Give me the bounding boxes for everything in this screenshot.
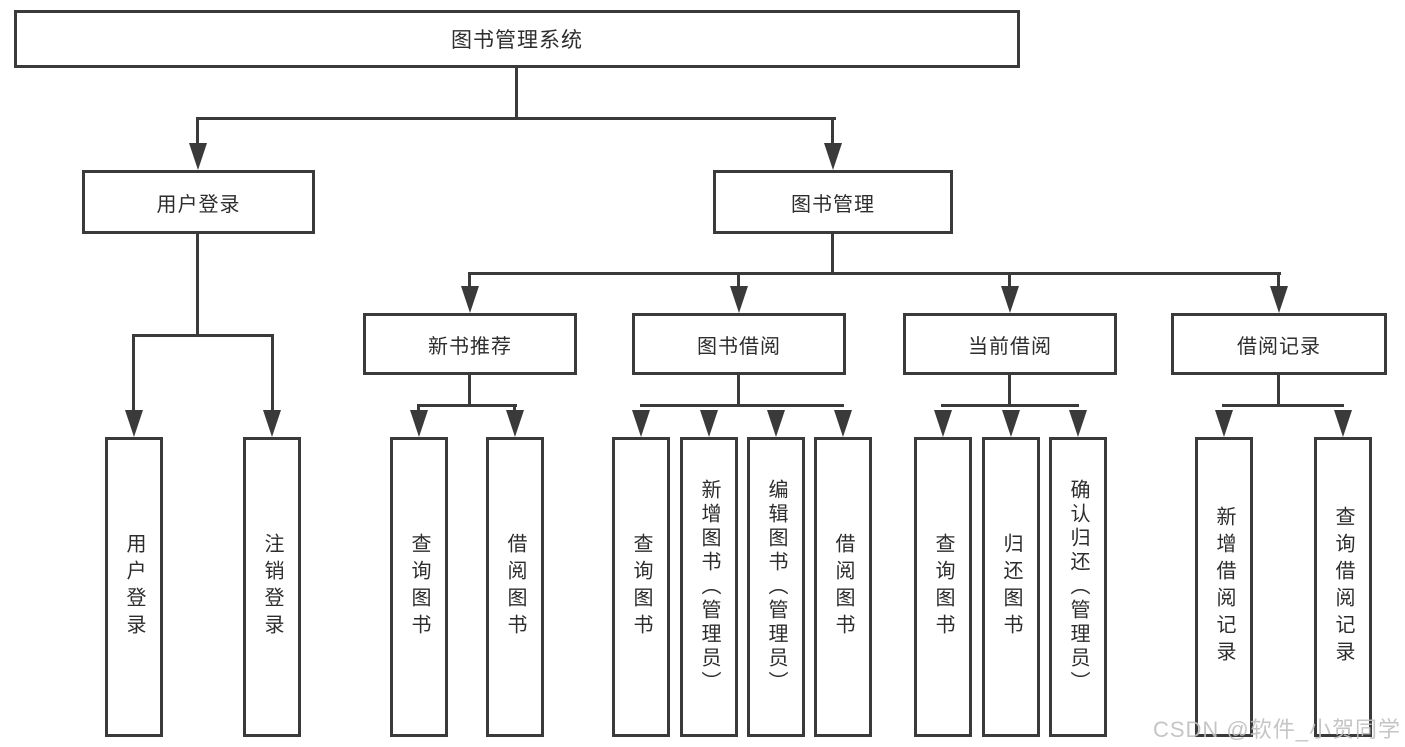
- connector-cb-stem: [1008, 373, 1011, 407]
- node-current-borrow: 当前借阅: [903, 313, 1117, 375]
- arrowhead-book-borrow: [730, 286, 748, 313]
- node-leaf-bb-edit-books: 编辑图书（管理员）: [747, 437, 805, 737]
- arrowhead-rec-query: [410, 410, 428, 437]
- node-borrow-records: 借阅记录: [1171, 313, 1387, 375]
- node-leaf-bb-borrow-books: 借阅图书: [814, 437, 872, 737]
- arrowhead-cb-confirm: [1069, 410, 1087, 437]
- node-leaf-user-login: 用户登录: [105, 437, 163, 737]
- node-leaf-logout: 注销登录: [243, 437, 301, 737]
- arrowhead-cb-query: [934, 410, 952, 437]
- arrowhead-borrow-records: [1270, 286, 1288, 313]
- connector-rec-junction: [417, 404, 517, 407]
- connector-level3-junction: [468, 272, 1281, 275]
- connector-borrow-records-drop: [1277, 272, 1280, 288]
- node-book-borrow: 图书借阅: [632, 313, 846, 375]
- connector-user-login-junction: [132, 334, 274, 337]
- arrowhead-logout-leaf: [263, 410, 281, 437]
- node-leaf-rec-borrow-books: 借阅图书: [486, 437, 544, 737]
- node-root: 图书管理系统: [14, 10, 1020, 68]
- connector-br-stem: [1277, 373, 1280, 407]
- connector-current-borrow-drop: [1008, 272, 1011, 288]
- connector-level2-junction: [196, 117, 836, 120]
- node-leaf-bb-query-books: 查询图书: [612, 437, 670, 737]
- arrowhead-new-book-rec: [461, 286, 479, 313]
- arrowhead-user-login: [189, 143, 207, 170]
- node-leaf-cb-confirm-return: 确认归还（管理员）: [1049, 437, 1107, 737]
- node-new-book-rec: 新书推荐: [363, 313, 577, 375]
- connector-login-leaf-drop: [132, 334, 135, 412]
- connector-rec-leaf1-drop: [417, 404, 420, 414]
- arrowhead-br-query: [1334, 410, 1352, 437]
- arrowhead-bb-borrow: [834, 410, 852, 437]
- node-leaf-cb-query-books: 查询图书: [914, 437, 972, 737]
- connector-bb-stem: [737, 373, 740, 407]
- arrowhead-bb-add: [700, 410, 718, 437]
- node-user-login: 用户登录: [82, 170, 315, 234]
- connector-rec-stem: [468, 373, 471, 407]
- arrowhead-login-leaf: [125, 410, 143, 437]
- csdn-watermark: CSDN @软件_小贺同学: [1152, 717, 1401, 742]
- node-leaf-cb-return-books: 归还图书: [982, 437, 1040, 737]
- arrowhead-br-add: [1215, 410, 1233, 437]
- connector-logout-leaf-drop: [271, 334, 274, 412]
- node-book-mgmt: 图书管理: [713, 170, 953, 234]
- connector-user-login-drop: [196, 117, 199, 146]
- connector-rec-leaf2-drop: [513, 404, 516, 414]
- connector-new-book-rec-drop: [468, 272, 471, 288]
- arrowhead-bb-edit: [767, 410, 785, 437]
- arrowhead-bb-query: [632, 410, 650, 437]
- connector-book-borrow-drop: [737, 272, 740, 288]
- connector-br-junction: [1222, 404, 1344, 407]
- connector-book-mgmt-stem: [831, 232, 834, 275]
- arrowhead-current-borrow: [1001, 286, 1019, 313]
- connector-root-stem: [515, 66, 518, 120]
- node-leaf-rec-query-books: 查询图书: [390, 437, 448, 737]
- node-leaf-br-add-record: 新增借阅记录: [1195, 437, 1253, 737]
- connector-user-login-stem: [196, 232, 199, 337]
- connector-book-mgmt-drop: [831, 117, 834, 146]
- arrowhead-book-mgmt: [824, 143, 842, 170]
- node-leaf-bb-add-books: 新增图书（管理员）: [680, 437, 738, 737]
- arrowhead-rec-borrow: [506, 410, 524, 437]
- connector-bb-junction: [640, 404, 844, 407]
- connector-cb-junction: [941, 404, 1079, 407]
- node-leaf-br-query-record: 查询借阅记录: [1314, 437, 1372, 737]
- arrowhead-cb-return: [1002, 410, 1020, 437]
